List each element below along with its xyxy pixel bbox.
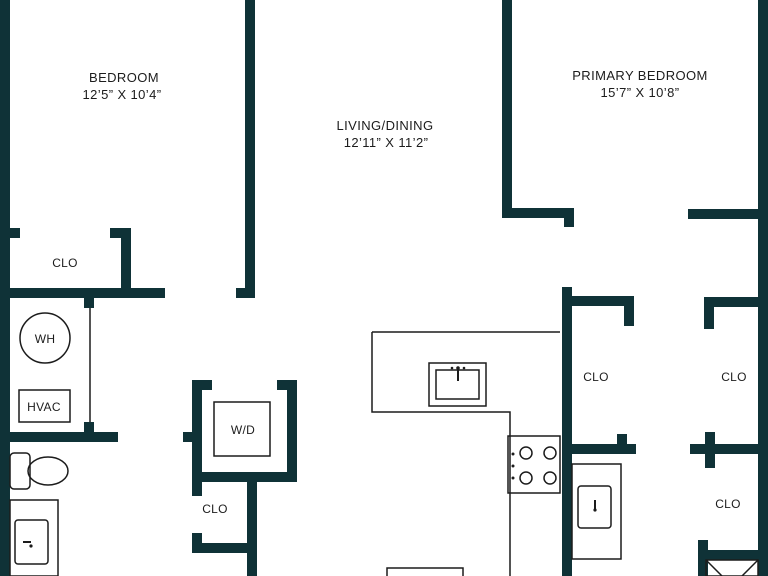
burner-1 [519, 446, 533, 460]
room-labels: BEDROOM 12’5” X 10’4” LIVING/DINING 12’1… [27, 68, 747, 516]
primary-name: PRIMARY BEDROOM [572, 68, 708, 83]
kitchen-faucet-right [462, 366, 466, 370]
wall-utility-bottom [10, 432, 118, 442]
wall-laundry-stub [183, 432, 192, 442]
primary-vanity [571, 463, 622, 560]
shower-diag-1 [705, 559, 723, 576]
primary-dims: 15’7” X 10’8” [601, 85, 680, 100]
wall-clo-top-left [192, 482, 202, 496]
clo-bedroom-label: CLO [52, 256, 78, 270]
wall-clo-right [247, 482, 257, 576]
shower-corner [705, 559, 759, 576]
clo-laundry-label: CLO [202, 502, 228, 516]
bath-faucet-dot [29, 544, 33, 548]
wall-utility-post-bottom [84, 422, 94, 432]
stove-knob-1 [511, 452, 515, 456]
bath-faucet-stem [23, 541, 31, 543]
hvac-box [18, 389, 71, 423]
kitchen-sink-outer [428, 362, 487, 407]
wall-clo-bottom [192, 543, 257, 553]
wh-label: WH [35, 332, 56, 346]
wall-closet-block-stub [624, 296, 634, 326]
wd-label: W/D [231, 423, 255, 437]
washer-dryer-box [213, 401, 271, 457]
wall-closet-stub-left [10, 228, 20, 238]
primary-faucet-stem [594, 500, 596, 510]
fixtures [9, 308, 759, 576]
living-dims: 12’11” X 11’2” [344, 135, 429, 150]
clo-lower-right-label: CLO [715, 497, 741, 511]
wall-closet-mid [572, 444, 636, 454]
bath-sink [14, 519, 49, 565]
wall-closet-top [110, 228, 131, 238]
fixture-dots [23, 366, 597, 548]
wall-closet-mid-stub [617, 434, 627, 444]
wall-bedroom-left [0, 0, 10, 576]
wall-right-mid [690, 444, 758, 454]
primary-sink [577, 485, 612, 529]
toilet-bowl [27, 456, 69, 486]
toilet-tank [9, 452, 31, 490]
shower-diag-2 [741, 559, 759, 576]
wall-laundry-right [287, 380, 297, 482]
burner-2 [543, 446, 557, 460]
clo-primary-left-label: CLO [583, 370, 609, 384]
wall-closet-side [121, 228, 131, 298]
kitchen-faucet-stem [457, 370, 459, 381]
wall-primary-left [502, 0, 512, 218]
water-heater-circle [19, 312, 71, 364]
burner-3 [519, 471, 533, 485]
wall-utility-post-top [84, 298, 94, 308]
wall-primary-bottom-right [688, 209, 768, 219]
kitchen-island-left [371, 332, 511, 576]
hvac-label: HVAC [27, 400, 61, 414]
wall-laundry-top-left [192, 380, 212, 390]
wall-bedroom-right-foot [236, 288, 255, 298]
wall-right-bottom-post [698, 540, 708, 576]
clo-primary-right-label: CLO [721, 370, 747, 384]
stove [507, 435, 561, 494]
bedroom-dims: 12’5” X 10’4” [83, 87, 162, 102]
kitchen-faucet-left [450, 366, 454, 370]
wall-closet-bottom [10, 288, 165, 298]
living-name: LIVING/DINING [337, 118, 434, 133]
wall-right-closet-stub [704, 297, 714, 329]
wall-primary-bottom-left [502, 208, 574, 218]
burner-4 [543, 471, 557, 485]
stove-knob-2 [511, 464, 515, 468]
wall-right-closet-top [704, 297, 758, 307]
stove-knob-3 [511, 476, 515, 480]
wall-laundry-bottom [192, 472, 297, 482]
bath-vanity [9, 499, 59, 576]
bottom-counter [386, 567, 464, 576]
wall-laundry-left [192, 380, 202, 482]
wall-closet-block-left [562, 287, 572, 576]
kitchen-faucet-dot [456, 366, 460, 370]
wall-closet-block-top [562, 296, 634, 306]
wall-primary-bottom-stub [564, 208, 574, 227]
bedroom-name: BEDROOM [89, 70, 159, 85]
wall-right-bottom [698, 550, 758, 560]
wall-bedroom-right [245, 0, 255, 298]
wall-primary-right [758, 0, 768, 576]
wall-right-mid-post [705, 432, 715, 468]
